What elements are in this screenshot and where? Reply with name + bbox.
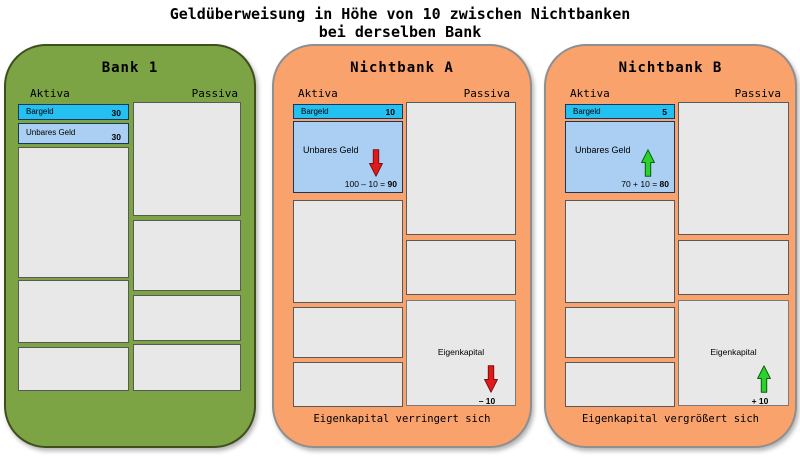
nichtbank-b-aktiva-empty-box-1 [565,200,675,303]
decrease-arrow-icon [484,365,498,393]
nichtbank-a-bargeld-value: 10 [385,107,395,117]
nichtbank-b-eigenkapital-label: Eigenkapital [710,347,757,357]
nichtbank-a-aktiva-header: Aktiva [298,87,338,100]
nichtbank-b-passiva-empty-box-2 [678,240,789,295]
nichtbank-b-bargeld-value: 5 [662,107,667,117]
panel-bank-1: Bank 1 Aktiva Passiva Bargeld 30 Unbares… [4,44,256,448]
panel-nichtbank-a: Nichtbank A Aktiva Passiva Bargeld 10 Un… [272,44,532,448]
panel-nichtbank-b: Nichtbank B Aktiva Passiva Bargeld 5 Unb… [544,44,797,448]
nichtbank-a-aktiva-empty-box-3 [293,362,403,407]
bank1-unbares-geld-box: Unbares Geld 30 [18,123,129,144]
nichtbank-b-passiva-empty-box-1 [678,102,789,235]
nichtbank-a-passiva-empty-box-1 [406,102,516,235]
nichtbank-b-aktiva-empty-box-3 [565,362,675,407]
bank1-aktiva-empty-box-1 [18,147,129,278]
nichtbank-a-eigenkapital-box: Eigenkapital – 10 [406,300,516,406]
nichtbank-b-eigenkapital-delta: + 10 [751,396,769,406]
bank1-unbares-geld-value: 30 [111,132,121,142]
bank1-bargeld-value: 30 [111,108,121,118]
nichtbank-b-bargeld-box: Bargeld 5 [565,104,675,119]
nichtbank-a-aktiva-empty-box-2 [293,307,403,358]
nichtbank-b-formula-expression: 70 + 10 = [621,179,658,189]
nichtbank-a-bargeld-label: Bargeld [301,107,329,116]
nichtbank-b-eigenkapital-box: Eigenkapital + 10 [678,300,789,406]
diagram-title: Geldüberweisung in Höhe von 10 zwischen … [0,5,800,41]
bank1-passiva-empty-box-1 [133,102,241,216]
bank1-passiva-empty-box-4 [133,344,241,391]
bank1-passiva-header: Passiva [191,87,238,100]
increase-arrow-icon [641,148,655,178]
bank1-aktiva-header: Aktiva [30,87,70,100]
nichtbank-a-caption: Eigenkapital verringert sich [313,413,491,425]
nichtbank-a-bargeld-box: Bargeld 10 [293,104,403,119]
increase-arrow-icon [757,365,771,393]
title-line-2: bei derselben Bank [318,23,482,41]
bank1-bargeld-label: Bargeld [26,107,54,116]
bank1-passiva-empty-box-2 [133,220,241,291]
nichtbank-a-formula-expression: 100 – 10 = [344,179,386,189]
nichtbank-a-eigenkapital-delta: – 10 [478,396,496,406]
title-line-1: Geldüberweisung in Höhe von 10 zwischen … [169,5,631,23]
nichtbank-a-unbares-geld-box: Unbares Geld 100 – 10 = 90 [293,121,403,193]
nichtbank-a-eigenkapital-label: Eigenkapital [437,347,485,357]
nichtbank-b-title: Nichtbank B [618,60,723,76]
nichtbank-a-unbares-geld-formula: 100 – 10 = 90 [345,179,397,189]
nichtbank-b-passiva-header: Passiva [734,87,781,100]
nichtbank-b-bargeld-label: Bargeld [573,107,601,116]
nichtbank-a-passiva-empty-box-2 [406,240,516,295]
nichtbank-a-formula-result: 90 [387,179,397,189]
bank1-unbares-geld-label: Unbares Geld [26,128,76,137]
nichtbank-b-aktiva-header: Aktiva [570,87,610,100]
nichtbank-b-unbares-geld-box: Unbares Geld 70 + 10 = 80 [565,121,675,193]
bank1-aktiva-empty-box-3 [18,347,129,391]
nichtbank-b-aktiva-empty-box-2 [565,307,675,358]
nichtbank-a-aktiva-empty-box-1 [293,200,403,303]
nichtbank-b-formula-result: 80 [659,179,669,189]
nichtbank-b-unbares-geld-formula: 70 + 10 = 80 [621,179,669,189]
nichtbank-b-unbares-geld-label: Unbares Geld [575,145,631,155]
bank1-passiva-empty-box-3 [133,295,241,341]
nichtbank-a-title: Nichtbank A [350,60,454,76]
nichtbank-a-passiva-header: Passiva [463,87,510,100]
decrease-arrow-icon [369,148,383,178]
bank1-title: Bank 1 [101,60,159,76]
bank1-bargeld-box: Bargeld 30 [18,104,129,120]
bank1-aktiva-empty-box-2 [18,280,129,343]
nichtbank-b-caption: Eigenkapital vergrößert sich [581,413,759,425]
nichtbank-a-unbares-geld-label: Unbares Geld [303,145,359,155]
